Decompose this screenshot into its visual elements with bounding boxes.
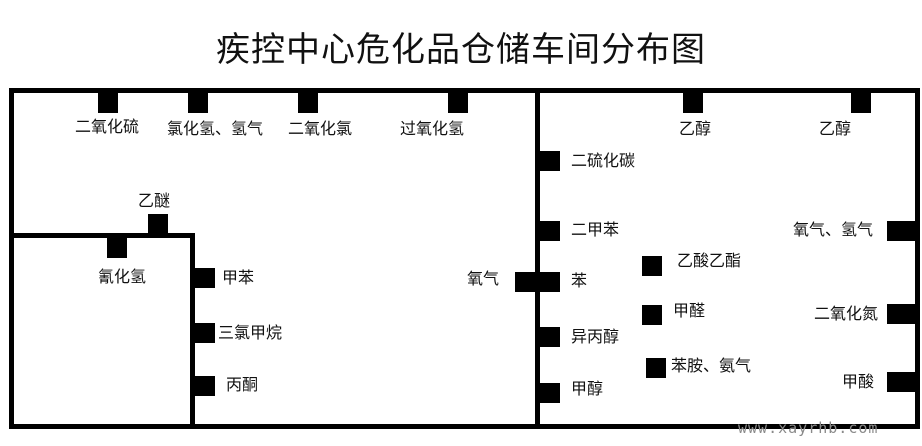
storage-marker xyxy=(148,214,168,234)
storage-label: 二甲苯 xyxy=(571,220,620,239)
storage-marker xyxy=(98,93,118,113)
storage-marker xyxy=(887,372,915,392)
storage-label: 苯胺、氨气 xyxy=(671,356,752,375)
storage-label: 氯化氢、氢气 xyxy=(167,119,264,138)
storage-label: 乙醇 xyxy=(819,119,852,138)
small-room-right-wall xyxy=(190,233,195,429)
storage-label: 丙酮 xyxy=(226,375,259,394)
storage-label: 乙醇 xyxy=(679,119,712,138)
storage-label: 乙醚 xyxy=(138,191,171,210)
storage-marker xyxy=(298,93,318,113)
outer-wall-bottom xyxy=(9,424,920,429)
storage-marker xyxy=(540,327,560,347)
storage-label: 三氯甲烷 xyxy=(218,323,283,342)
storage-marker xyxy=(448,93,468,113)
storage-marker xyxy=(195,268,215,288)
storage-marker xyxy=(642,256,662,276)
storage-marker xyxy=(515,272,535,292)
storage-marker xyxy=(540,221,560,241)
storage-label: 甲酸 xyxy=(842,372,875,391)
outer-wall-right xyxy=(915,88,920,429)
storage-label: 甲醇 xyxy=(571,379,604,398)
storage-label: 异丙醇 xyxy=(571,327,620,346)
storage-marker xyxy=(540,383,560,403)
storage-label: 二氧化氯 xyxy=(288,119,353,138)
storage-marker xyxy=(195,376,215,396)
storage-label: 二硫化碳 xyxy=(571,151,636,170)
storage-label: 苯 xyxy=(571,271,588,290)
storage-label: 甲醛 xyxy=(673,301,706,320)
storage-label: 二氧化硫 xyxy=(75,117,140,136)
small-room-top-wall xyxy=(9,233,195,238)
storage-marker xyxy=(540,151,560,171)
storage-label: 氰化氢 xyxy=(98,267,147,286)
storage-label: 氧气 xyxy=(467,269,500,288)
storage-label: 二氧化氮 xyxy=(814,304,879,323)
storage-marker xyxy=(646,358,666,378)
storage-label: 氧气、氢气 xyxy=(793,220,874,239)
storage-marker xyxy=(107,238,127,258)
storage-marker xyxy=(851,93,871,113)
storage-label: 乙酸乙酯 xyxy=(677,251,742,270)
watermark: www.xayrhb.com xyxy=(738,419,879,437)
storage-marker xyxy=(195,323,215,343)
divider-wall xyxy=(535,88,540,429)
page-title: 疾控中心危化品仓储车间分布图 xyxy=(216,30,706,70)
storage-marker xyxy=(887,304,915,324)
storage-marker xyxy=(642,305,662,325)
storage-label: 过氧化氢 xyxy=(400,119,465,138)
storage-marker xyxy=(683,93,703,113)
storage-marker xyxy=(887,221,915,241)
outer-wall-top xyxy=(9,88,920,93)
storage-marker xyxy=(188,93,208,113)
storage-label: 甲苯 xyxy=(222,268,255,287)
outer-wall-left xyxy=(9,88,14,429)
storage-marker xyxy=(540,272,560,292)
